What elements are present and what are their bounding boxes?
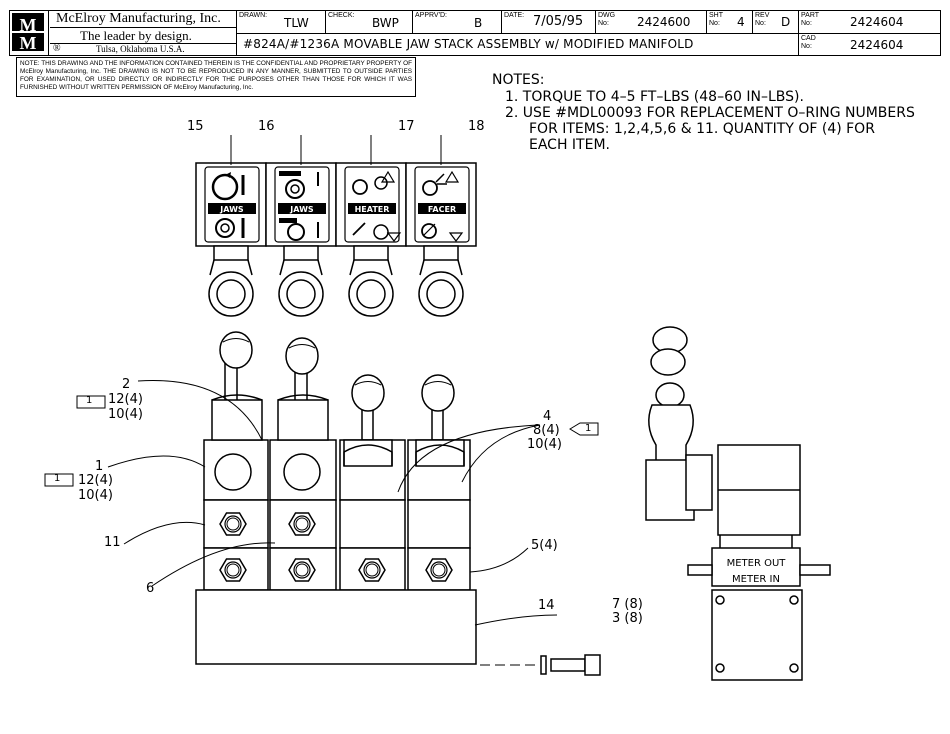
- callout-4-qty-b: 10(4): [527, 437, 562, 452]
- label-plate-jaws-open-close: JAWS: [195, 162, 267, 247]
- note-line-1: 1. TORQUE TO 4–5 FT–LBS (48–60 IN–LBS).: [505, 89, 804, 105]
- callout-17: 17: [398, 119, 415, 134]
- company-location: Tulsa, Oklahoma U.S.A.: [96, 44, 185, 54]
- meter-in-label: METER IN: [732, 574, 780, 585]
- valve-stack-front: [195, 331, 477, 665]
- callout-4: 4: [543, 409, 552, 424]
- callout-18: 18: [468, 119, 485, 134]
- tb-divider: [752, 10, 753, 33]
- plate-rings: [208, 245, 464, 317]
- dwg-value: 2424600: [637, 15, 691, 29]
- svg-text:M: M: [20, 15, 37, 35]
- note-line-3: FOR ITEMS: 1,2,4,5,6 & 11. QUANTITY OF (…: [529, 121, 875, 137]
- callout-3: 3 (8): [612, 611, 643, 626]
- plate-1-label: JAWS: [219, 205, 244, 214]
- date-value: 7/05/95: [533, 14, 584, 29]
- company-slogan: The leader by design.: [80, 28, 192, 43]
- meter-out-label: METER OUT: [727, 558, 787, 569]
- tb-divider: [595, 10, 596, 33]
- company-name: McElroy Manufacturing, Inc.: [56, 11, 221, 26]
- callout-7: 7 (8): [612, 597, 643, 612]
- registered-mark: ®: [53, 43, 61, 54]
- callout-1-qty-b: 10(4): [78, 488, 113, 503]
- flag-label: 1: [54, 473, 61, 484]
- callout-15: 15: [187, 119, 204, 134]
- label-plate-jaws-clamp: JAWS: [265, 162, 337, 247]
- flag-label: 1: [585, 423, 592, 434]
- tb-divider: [325, 10, 326, 33]
- callout-14: 14: [538, 598, 555, 613]
- callout-11: 11: [104, 535, 121, 550]
- confidential-notice: NOTE: THIS DRAWING AND THE INFORMATION C…: [16, 57, 416, 97]
- note-line-4: EACH ITEM.: [529, 137, 610, 153]
- tb-divider: [706, 10, 707, 33]
- tb-divider: [412, 10, 413, 33]
- apprvd-label: APPRV'D:: [415, 12, 447, 19]
- callout-4-qty-a: 8(4): [533, 423, 560, 438]
- apprvd-value: B: [474, 16, 483, 30]
- company-divider: [50, 27, 236, 28]
- confidential-notice-text: NOTE: THIS DRAWING AND THE INFORMATION C…: [20, 60, 413, 91]
- plate-4-label: FACER: [428, 205, 456, 214]
- sht-value: 4: [737, 15, 745, 29]
- flag-label: 1: [86, 395, 93, 406]
- callout-1-qty-a: 12(4): [78, 473, 113, 488]
- svg-text:M: M: [20, 33, 37, 53]
- slogan-divider: [50, 43, 236, 44]
- cad-value: 2424604: [850, 38, 904, 52]
- rev-value: D: [781, 15, 791, 29]
- check-label: CHECK:: [328, 12, 355, 19]
- plate-3-label: HEATER: [355, 205, 390, 214]
- callout-5: 5(4): [531, 538, 558, 553]
- tb-divider: [236, 33, 941, 34]
- note-flag-icon: [44, 395, 599, 487]
- company-logo: M M: [9, 10, 49, 56]
- date-label: DATE:: [504, 12, 525, 19]
- tb-divider: [501, 10, 502, 33]
- valve-stack-side: [645, 326, 831, 681]
- plate-2-label: JAWS: [289, 205, 314, 214]
- callout-16: 16: [258, 119, 275, 134]
- label-plate-facer: FACER: [405, 162, 477, 247]
- mounting-bolt: [480, 654, 601, 676]
- check-value: BWP: [372, 16, 399, 30]
- drawn-value: TLW: [284, 16, 309, 30]
- callout-2: 2: [122, 377, 131, 392]
- drawing-description: #824A/#1236A MOVABLE JAW STACK ASSEMBLY …: [243, 37, 694, 51]
- notes-heading: NOTES:: [492, 72, 545, 88]
- part-value: 2424604: [850, 15, 904, 29]
- callout-2-qty-b: 10(4): [108, 407, 143, 422]
- tb-divider: [798, 10, 799, 56]
- drawn-label: DRAWN:: [239, 12, 268, 19]
- callout-2-qty-a: 12(4): [108, 392, 143, 407]
- callout-6: 6: [146, 581, 155, 596]
- callout-leaders: [107, 135, 558, 626]
- note-line-2: 2. USE #MDL00093 FOR REPLACEMENT O–RING …: [505, 105, 915, 121]
- callout-1: 1: [95, 459, 104, 474]
- label-plate-heater: HEATER: [335, 162, 407, 247]
